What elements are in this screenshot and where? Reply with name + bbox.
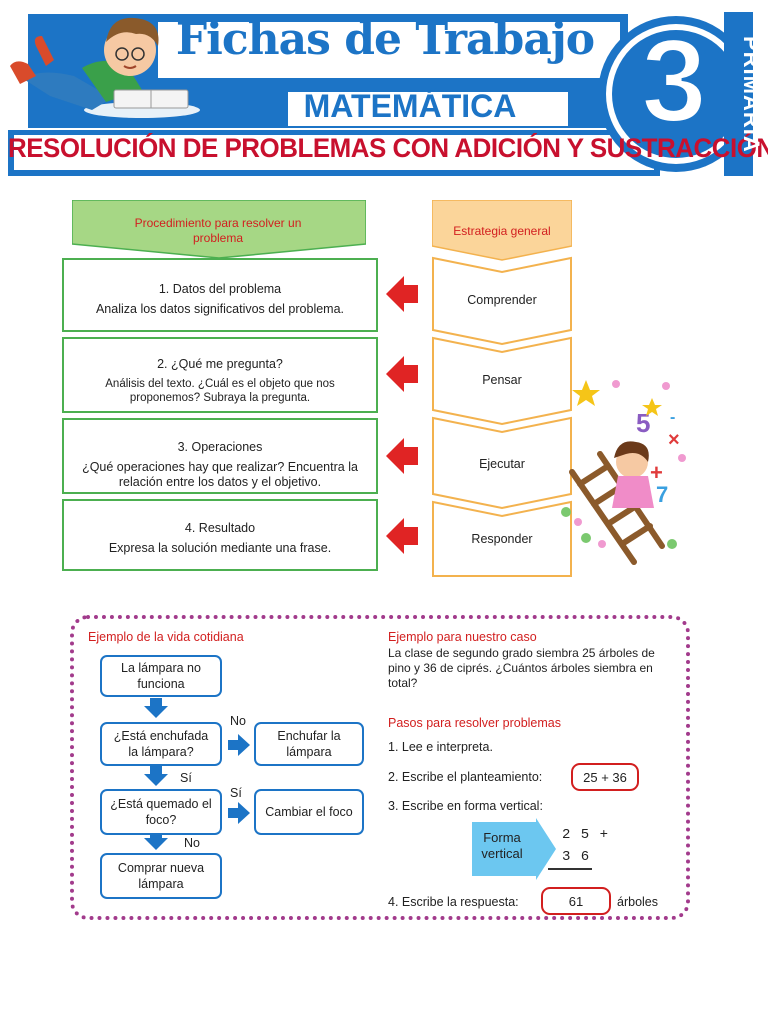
strategy-heading-shape (432, 200, 572, 261)
forma-vertical-label: Forma vertical (481, 830, 523, 861)
vertical-addend-1: 2 5 + (562, 827, 610, 843)
flow-label-no: No (184, 836, 200, 850)
header-banner (8, 12, 753, 176)
case-example-heading: Ejemplo para nuestro caso (388, 630, 537, 644)
grade-number: 3 (640, 15, 709, 147)
daily-example-heading: Ejemplo de la vida cotidiana (88, 630, 244, 644)
topic-title: RESOLUCIÓN DE PROBLEMAS CON ADICIÓN Y SU… (8, 133, 768, 163)
flowchart-connectors (144, 698, 250, 850)
strategy-pensar: Pensar (482, 373, 522, 387)
step-vertical: 3. Escribe en forma vertical: (388, 799, 543, 813)
svg-text:-: - (670, 409, 675, 426)
flow-label-si: Sí (180, 771, 192, 785)
worksheet-title: Fichas de Trabajo (175, 14, 595, 65)
grade-suffix: ro (700, 44, 720, 66)
strategy-comprender: Comprender (467, 293, 537, 307)
svg-text:×: × (668, 429, 680, 451)
down-arrow-icon (144, 830, 168, 850)
step-desc: Expresa la solución mediante una frase. (108, 541, 332, 555)
flow-box-enchufar: Enchufar la lámpara (254, 722, 364, 766)
steps-heading: Pasos para resolver problemas (388, 716, 561, 730)
step-title: 4. Resultado (184, 521, 256, 535)
svg-text:5: 5 (636, 408, 650, 438)
step-desc: ¿Qué operaciones hay que realizar? Encue… (82, 460, 358, 489)
flow-box-lampara-no-funciona: La lámpara no funciona (100, 655, 222, 697)
down-arrow-icon (144, 698, 168, 718)
answer-unit: árboles (617, 895, 658, 909)
flow-box-comprar-lampara: Comprar nueva lámpara (100, 853, 222, 899)
left-arrow-icon (386, 518, 418, 554)
down-arrow-icon (144, 766, 168, 786)
procedure-step-4: 4. Resultado Expresa la solución mediant… (62, 499, 378, 571)
flow-label-no: No (230, 714, 246, 728)
procedure-step-1: 1. Datos del problema Analiza los datos … (62, 258, 378, 332)
strategy-ejecutar: Ejecutar (479, 457, 525, 471)
procedure-step-3: 3. Operaciones ¿Qué operaciones hay que … (62, 418, 378, 494)
problem-statement: La clase de segundo grado siembra 25 árb… (388, 646, 655, 690)
step-answer: 4. Escribe la respuesta: (388, 895, 519, 909)
procedure-heading: Procedimiento para resolver un problema (134, 216, 302, 245)
strategy-heading: Estrategia general (453, 224, 551, 238)
step-title: 3. Operaciones (177, 440, 263, 454)
procedure-step-2: 2. ¿Qué me pregunta? Análisis del texto.… (62, 337, 378, 413)
right-arrow-icon (228, 734, 250, 756)
svg-text:+: + (650, 460, 663, 485)
red-arrows (386, 276, 418, 554)
boy-reading-illustration (10, 17, 200, 118)
subject-title: MATEMÁTICA (303, 88, 517, 124)
girl-ladder-illustration: 5 × + 7 - (561, 380, 686, 565)
answer-box: 61 (541, 887, 611, 915)
vertical-sum-line (548, 868, 592, 870)
step-plan: 2. Escribe el planteamiento: (388, 770, 543, 784)
flow-box-esta-quemado: ¿Está quemado el foco? (100, 789, 222, 835)
step-desc: Análisis del texto. ¿Cuál es el objeto q… (105, 378, 335, 404)
procedure-heading-shape (72, 200, 366, 259)
strategy-shapes (432, 256, 572, 577)
grade-level: PRIMARIA (739, 35, 764, 153)
forma-vertical-arrow-shape (472, 818, 556, 880)
step-title: 1. Datos del problema (158, 282, 282, 296)
step-desc: Analiza los datos significativos del pro… (95, 302, 345, 316)
flow-box-esta-enchufada: ¿Está enchufada la lámpara? (100, 722, 222, 766)
vertical-addend-2: 3 6 (562, 849, 591, 865)
left-arrow-icon (386, 438, 418, 474)
flow-label-si: Sí (230, 786, 242, 800)
flow-box-cambiar-foco: Cambiar el foco (254, 789, 364, 835)
svg-text:7: 7 (656, 482, 668, 507)
left-arrow-icon (386, 276, 418, 312)
strategy-responder: Responder (471, 532, 533, 546)
step-read: 1. Lee e interpreta. (388, 740, 493, 754)
equation-box: 25 + 36 (571, 763, 639, 791)
left-arrow-icon (386, 356, 418, 392)
right-arrow-icon (228, 802, 250, 824)
examples-frame (70, 615, 690, 920)
step-title: 2. ¿Qué me pregunta? (157, 357, 283, 371)
